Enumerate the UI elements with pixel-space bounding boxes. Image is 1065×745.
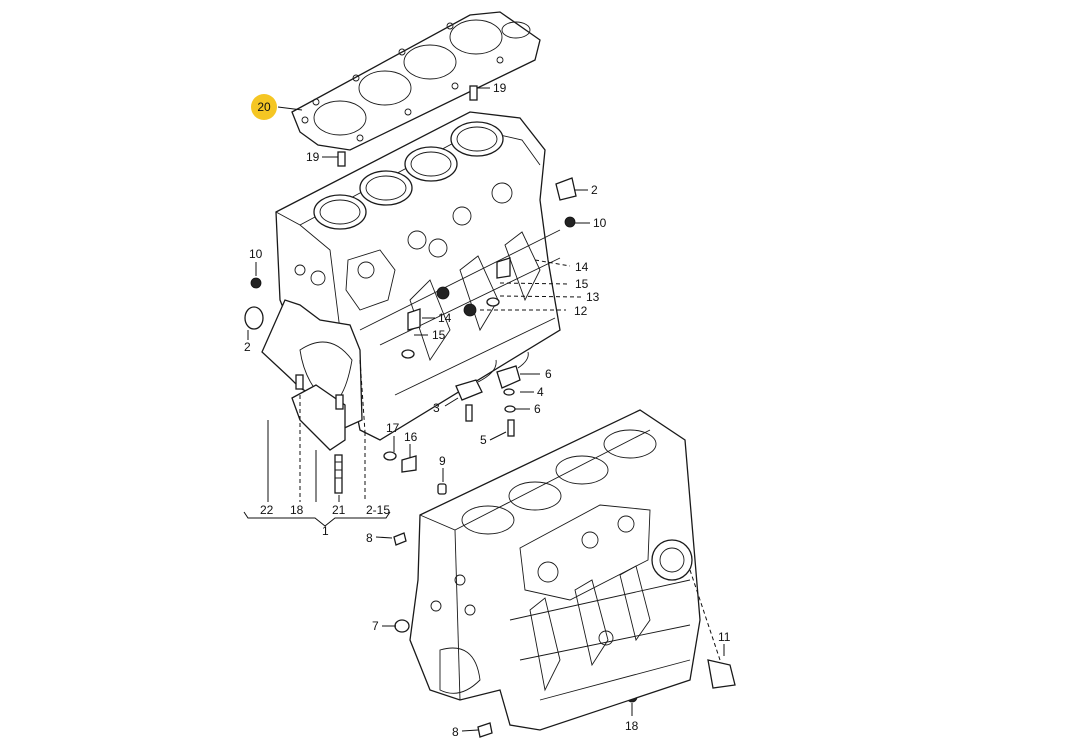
callout-15-right[interactable]: 15 bbox=[575, 277, 589, 291]
callout-15-mid[interactable]: 15 bbox=[432, 328, 446, 342]
callout-10-left[interactable]: 10 bbox=[249, 247, 263, 261]
callout-2-right[interactable]: 2 bbox=[591, 183, 598, 197]
callout-21[interactable]: 21 bbox=[332, 503, 346, 517]
callout-12[interactable]: 12 bbox=[574, 304, 588, 318]
callout-11[interactable]: 11 bbox=[718, 630, 731, 644]
highlight-marker bbox=[251, 94, 277, 120]
small-parts bbox=[244, 85, 736, 738]
callout-18-bottom[interactable]: 18 bbox=[625, 719, 639, 733]
callout-labels: 20 19 19 2 10 10 14 15 13 12 14 15 2 6 4… bbox=[244, 81, 731, 739]
head-gasket bbox=[291, 11, 541, 151]
callout-18-group[interactable]: 18 bbox=[290, 503, 304, 517]
callout-6-bottom[interactable]: 6 bbox=[534, 402, 541, 416]
callout-4[interactable]: 4 bbox=[537, 385, 544, 399]
callout-2-left[interactable]: 2 bbox=[244, 340, 251, 354]
lower-cylinder-block bbox=[409, 409, 701, 731]
callout-10-right[interactable]: 10 bbox=[593, 216, 607, 230]
callout-6-top[interactable]: 6 bbox=[545, 367, 552, 381]
callout-13[interactable]: 13 bbox=[586, 290, 600, 304]
callout-3[interactable]: 3 bbox=[433, 401, 440, 415]
callout-7[interactable]: 7 bbox=[372, 619, 379, 633]
bearing-cap-assembly bbox=[291, 374, 346, 494]
callout-19-top[interactable]: 19 bbox=[493, 81, 507, 95]
leader-lines bbox=[243, 87, 725, 732]
callout-22[interactable]: 22 bbox=[260, 503, 274, 517]
callout-5[interactable]: 5 bbox=[480, 433, 487, 447]
callout-1[interactable]: 1 bbox=[322, 524, 329, 538]
callout-2-15[interactable]: 2-15 bbox=[366, 503, 390, 517]
callout-9[interactable]: 9 bbox=[439, 454, 446, 468]
callout-8-lower[interactable]: 8 bbox=[452, 725, 459, 739]
callout-17[interactable]: 17 bbox=[386, 421, 400, 435]
callout-19-left[interactable]: 19 bbox=[306, 150, 320, 164]
callout-14-right[interactable]: 14 bbox=[575, 260, 589, 274]
callout-8-upper[interactable]: 8 bbox=[366, 531, 373, 545]
callout-14-mid[interactable]: 14 bbox=[438, 311, 452, 325]
callout-20[interactable]: 20 bbox=[257, 100, 271, 114]
callout-16[interactable]: 16 bbox=[404, 430, 418, 444]
